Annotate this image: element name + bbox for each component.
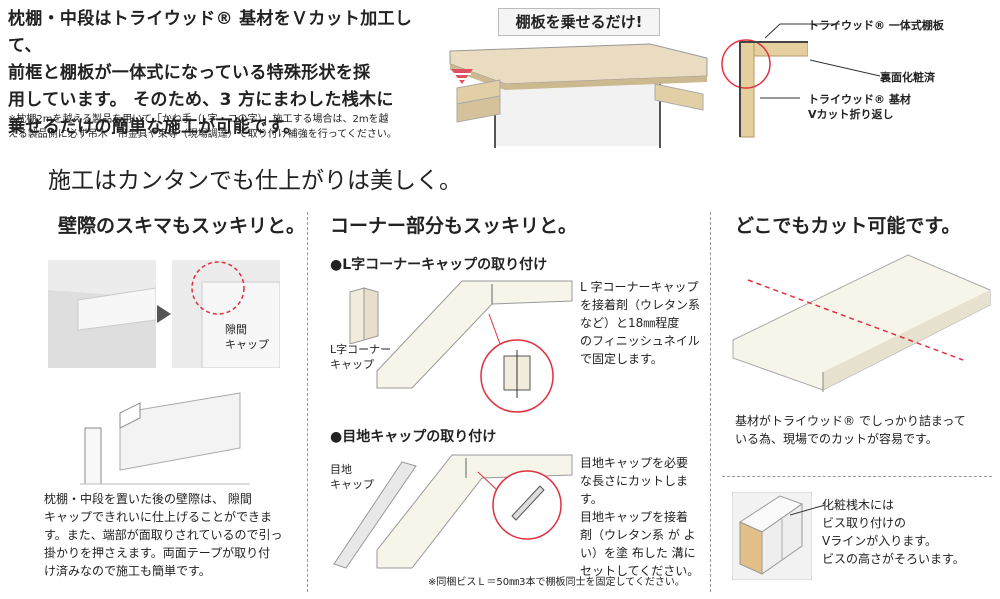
l-cap-body-line: を接着剤（ウレタン系 xyxy=(580,298,701,312)
joint-cap-body: 目地キャップを必要 な長さにカットします。 目地キャップを接着 剤（ウレタン系 … xyxy=(580,454,705,580)
col3-body-line: いる為、現場でのカットが容易です。 xyxy=(735,432,938,446)
joint-cap-strip-icon xyxy=(333,461,417,569)
label-triwood-board: トライウッド® 一体式棚板 xyxy=(808,19,944,32)
column-divider xyxy=(710,212,711,592)
triwood-section-illustration xyxy=(721,39,808,138)
l-cap-label-line-1: L字コーナー xyxy=(330,343,392,356)
intro-line: 前框と棚板が一体式になっている特殊形状を採 xyxy=(8,63,371,83)
col1-body-line: け済みなので施工も簡単です。 xyxy=(44,564,211,578)
col1-body-line: 掛かりを押さえます。両面テープが取り付 xyxy=(44,546,271,560)
l-corner-shelf-illustration xyxy=(376,280,573,413)
callout-lines xyxy=(760,23,881,99)
col1-body-line: す。また、端部が面取りされているので引っ xyxy=(44,528,283,542)
joint-cap-label-line-1: 目地 xyxy=(330,463,352,476)
batten-text: 化粧桟木には ビス取り付けの Vラインが入ります。 ビスの高さがそろいます。 xyxy=(822,496,992,568)
intro-line: 枕棚・中段はトライウッド® 基材をＶカット加工して、 xyxy=(8,9,413,56)
intro-text: 枕棚・中段はトライウッド® 基材をＶカット加工して、 前框と棚板が一体式になって… xyxy=(8,6,433,141)
l-cap-body-line: など）と18㎜程度 xyxy=(580,316,680,330)
arrow-right-icon xyxy=(157,305,171,323)
diagram-badge: 棚板を乗せるだけ! xyxy=(498,8,660,36)
col3-body: 基材がトライウッド® でしっかり詰まって いる為、現場でのカットが容易です。 xyxy=(735,412,995,448)
column-divider xyxy=(307,212,308,592)
batten-text-line: ビス取り付けの xyxy=(822,516,907,530)
joint-cap-body-line: 目地キャップを接着 xyxy=(580,510,689,524)
batten-callout-line xyxy=(790,504,826,516)
l-corner-cap-icon xyxy=(349,287,379,344)
l-cap-body: L 字コーナーキャップ を接着剤（ウレタン系 など）と18㎜程度 のフィニッシュ… xyxy=(580,278,705,368)
label-base: トライウッド® 基材 Vカット折り返し xyxy=(808,92,911,122)
l-cap-label-line-2: キャップ xyxy=(330,358,374,371)
batten-text-line: ビスの高さがそろいます。 xyxy=(822,552,965,566)
label-base-line-2: Vカット折り返し xyxy=(808,108,894,121)
gap-cap-label: 隙間 キャップ xyxy=(225,322,269,352)
cut-anywhere-illustration xyxy=(732,254,991,392)
col3-title: どこでもカット可能です。 xyxy=(735,215,961,237)
batten-text-line: 化粧桟木には xyxy=(822,498,895,512)
gap-cap-label-line-2: キャップ xyxy=(225,338,269,351)
note-line: ※枕棚2mを越える製品を用いて「かね手（L字・コの字）」施工する場合は、2mを越 xyxy=(8,114,389,125)
l-cap-body-line: のフィニッシュネイル xyxy=(580,334,700,348)
headline: 施工はカンタンでも仕上がりは美しく。 xyxy=(48,168,462,194)
joint-cap-body-line: 目地キャップを必要 xyxy=(580,456,689,470)
label-base-line-1: トライウッド® 基材 xyxy=(808,93,911,106)
joint-cap-body-line: セットしてください。 xyxy=(580,564,700,578)
joint-cap-label-line-2: キャップ xyxy=(330,478,374,491)
l-cap-label: L字コーナー キャップ xyxy=(330,342,391,372)
label-back-finish: 裏面化粧済 xyxy=(880,71,935,84)
wall-gap-after-photo xyxy=(172,260,280,368)
gap-cap-label-line-1: 隙間 xyxy=(225,323,247,336)
l-cap-body-line: L 字コーナーキャップ xyxy=(580,280,699,294)
col1-body: 枕棚・中段を置いた後の壁際は、 隙間 キャップできれいに仕上げることができま す… xyxy=(44,490,302,580)
intro-note: ※枕棚2mを越える製品を用いて「かね手（L字・コの字）」施工する場合は、2mを越… xyxy=(8,112,433,142)
col1-body-line: キャップできれいに仕上げることができま xyxy=(44,510,273,524)
wall-gap-before-photo xyxy=(48,260,156,368)
joint-shelf-illustration xyxy=(376,454,573,569)
note-line: える製品側に必ず吊木・吊金具や束等（現場調達）で取り付け補強を行ってください。 xyxy=(8,129,397,140)
joint-cap-body-line: い）を塗 布した 溝に xyxy=(580,546,696,560)
col1-title: 壁際のスキマもスッキリと。 xyxy=(58,215,306,237)
intro-line: 用しています。 そのため、3 方にまわした桟木に xyxy=(8,90,394,110)
intro-line: 乗せるだけの簡単な施工が可能です。 xyxy=(8,117,301,137)
l-cap-subtitle: ●L字コーナーキャップの取り付け xyxy=(330,257,548,273)
col2-footnote: ※同梱ビスＬ＝50㎜3本で棚板同士を固定してください。 xyxy=(428,577,685,588)
col2-title: コーナー部分もスッキリと。 xyxy=(330,215,578,237)
gap-cap-install-illustration xyxy=(80,392,250,485)
col1-body-line: 枕棚・中段を置いた後の壁際は、 隙間 xyxy=(44,492,252,506)
shelf-placement-illustration xyxy=(449,43,708,148)
joint-cap-subtitle: ●目地キャップの取り付け xyxy=(330,429,497,445)
l-cap-body-line: で固定します。 xyxy=(580,352,663,366)
batten-text-line: Vラインが入ります。 xyxy=(822,534,938,548)
decorative-batten-illustration xyxy=(732,492,812,580)
col3-body-line: 基材がトライウッド® でしっかり詰まって xyxy=(735,414,966,428)
joint-cap-label: 目地 キャップ xyxy=(330,462,374,492)
joint-cap-body-line: な長さにカットします。 xyxy=(580,474,689,506)
joint-cap-body-line: 剤（ウレタン系 が よ xyxy=(580,528,696,542)
section-divider xyxy=(722,476,992,477)
